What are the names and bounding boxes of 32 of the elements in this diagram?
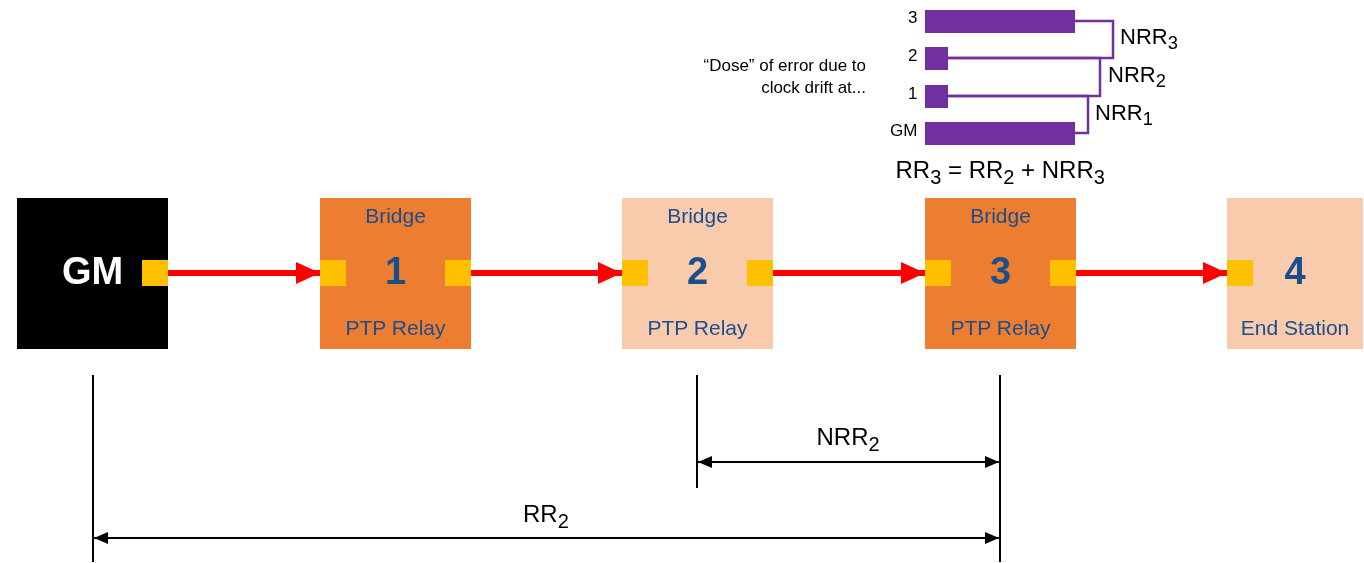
node-heading: Bridge xyxy=(970,204,1031,228)
bracket-label: NRR$_{3}$ xyxy=(1120,24,1178,55)
node-label: PTP Relay xyxy=(345,316,446,340)
node-number: 3 xyxy=(989,250,1012,293)
note-text: “Dose” of error due to clock drift at... xyxy=(702,55,866,100)
bracket-label: NRR$_{2}$ xyxy=(1108,62,1166,93)
grandmaster-box xyxy=(17,198,168,349)
node-heading: Bridge xyxy=(365,204,426,228)
bridge-box xyxy=(1227,198,1363,349)
bracket-label: NRR$_{1}$ xyxy=(1095,100,1153,131)
bridge-box xyxy=(320,198,471,349)
node-label: PTP Relay xyxy=(647,316,748,340)
arrow xyxy=(1076,262,1227,284)
arrow xyxy=(471,262,622,284)
row-label: 2 xyxy=(908,46,918,66)
node-label: End Station xyxy=(1240,316,1350,340)
bridge-box xyxy=(622,198,773,349)
dimension-label: RR$_{2}$ xyxy=(523,500,569,533)
row-label: GM xyxy=(890,121,918,141)
equation-text: RR$_{3}$ = RR$_{2}$ + NRR$_{3}$ xyxy=(895,156,1105,189)
node-number: GM xyxy=(61,250,124,293)
node-heading: Bridge xyxy=(667,204,728,228)
node-label: PTP Relay xyxy=(950,316,1051,340)
arrow xyxy=(773,262,925,284)
row-label: 1 xyxy=(908,84,918,104)
bridge-box xyxy=(925,198,1076,349)
dimension-label: NRR$_{2}$ xyxy=(816,423,880,456)
row-label: 3 xyxy=(908,8,918,28)
node-number: 2 xyxy=(686,250,709,293)
node-number: 1 xyxy=(384,250,407,293)
node-number: 4 xyxy=(1284,250,1306,293)
arrow xyxy=(168,262,320,284)
